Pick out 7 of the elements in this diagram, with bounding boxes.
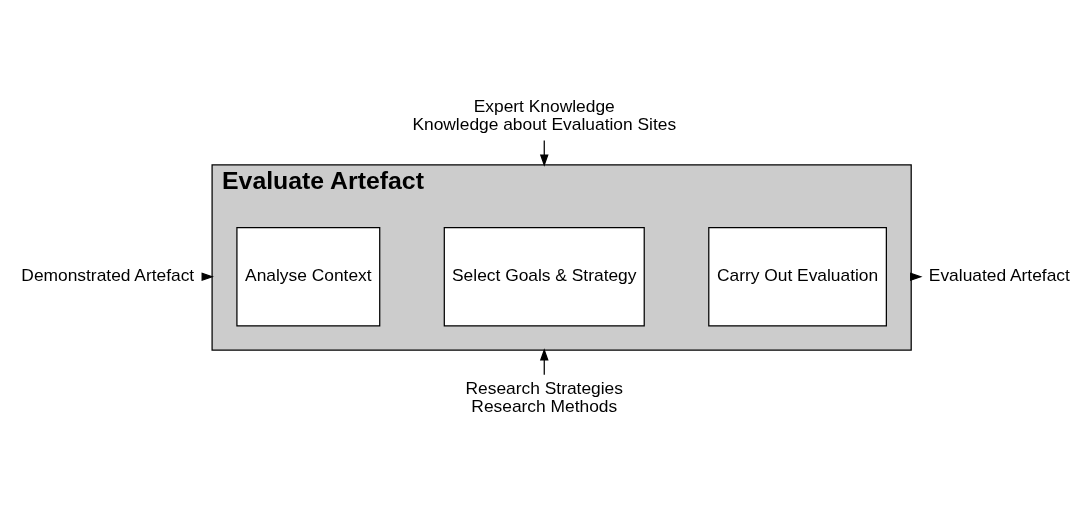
node-text: Evaluated Artefact — [928, 265, 1070, 286]
node-box: Select Goals & Strategy — [443, 227, 645, 327]
node-box: Carry Out Evaluation — [708, 227, 887, 327]
node-text: Research Strategies Research Methods — [465, 377, 623, 417]
node-text: Expert Knowledge Knowledge about Evaluation Sites — [412, 95, 677, 135]
node-box: Analyse Context — [236, 227, 381, 327]
node-text: Demonstrated Artefact — [21, 265, 195, 286]
